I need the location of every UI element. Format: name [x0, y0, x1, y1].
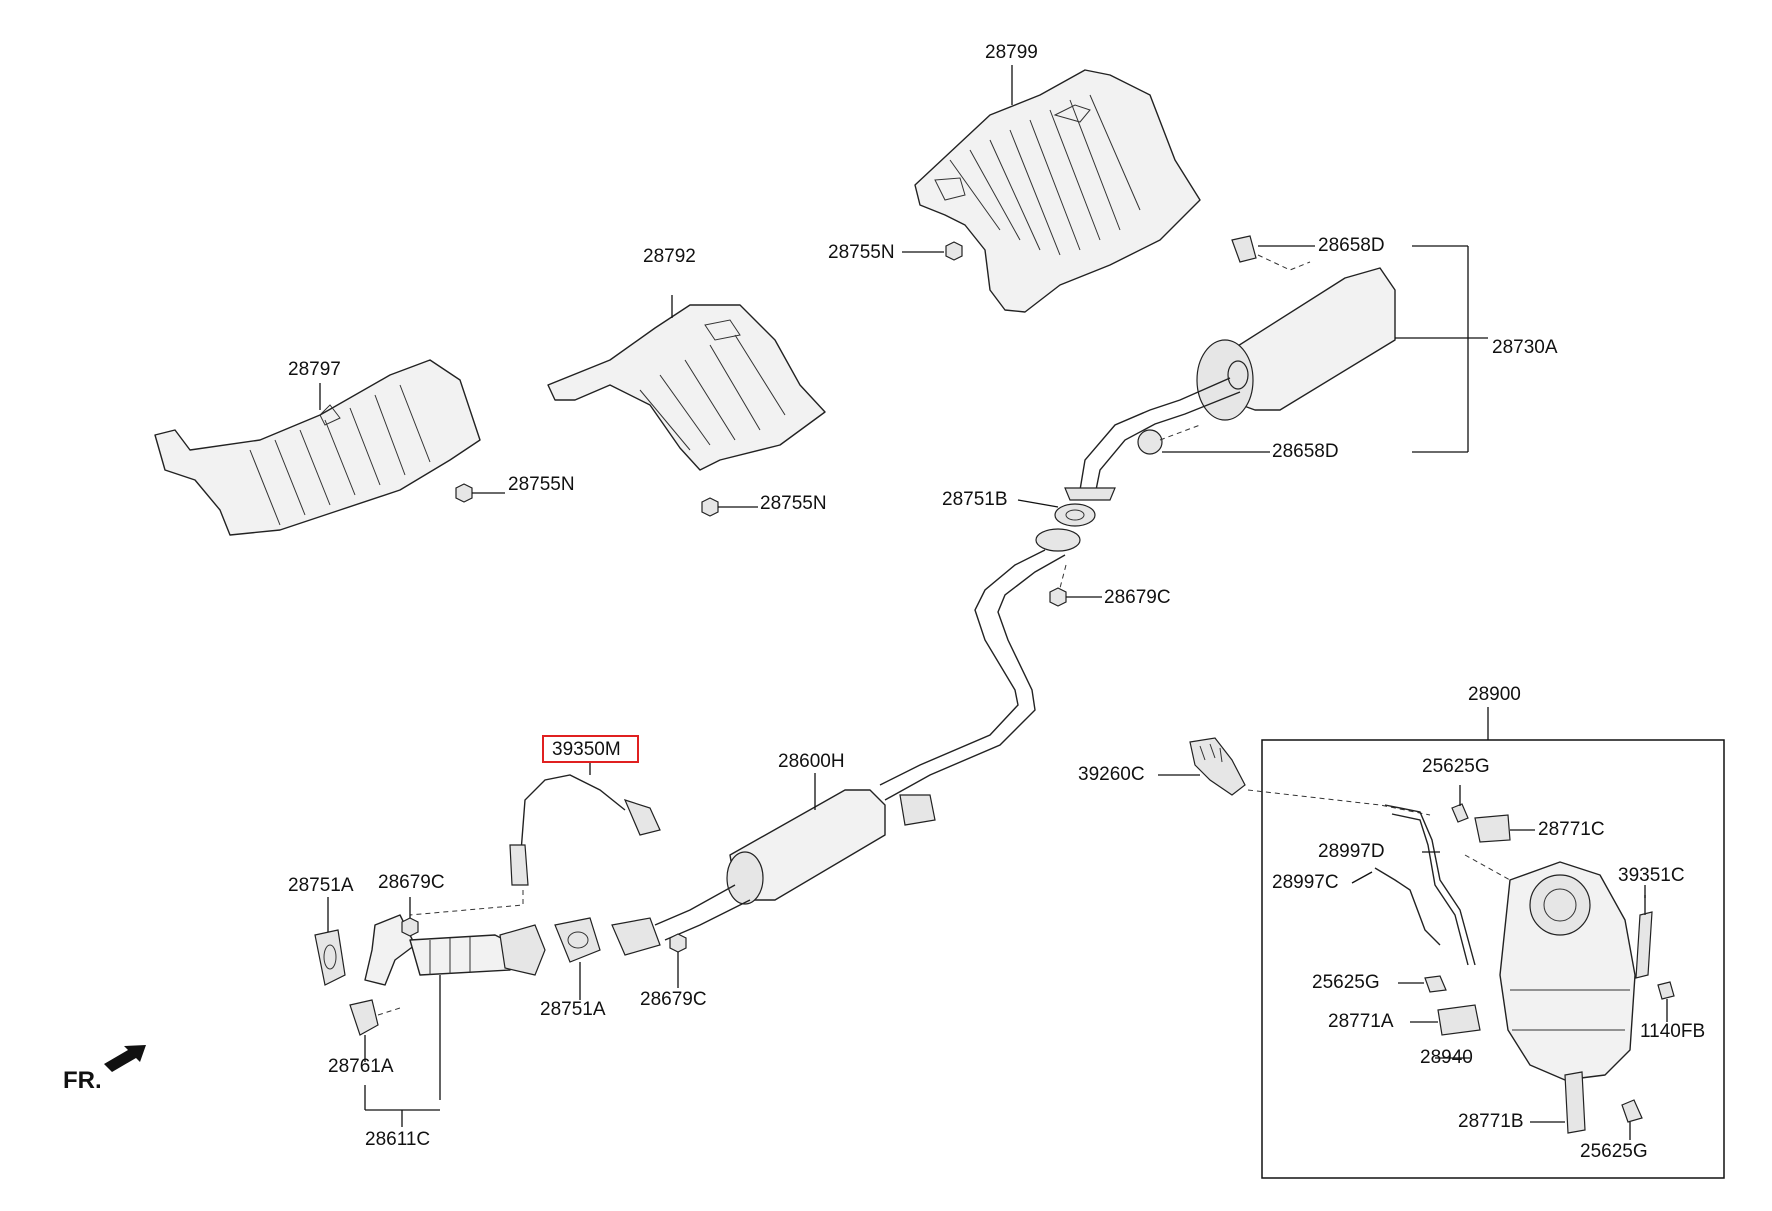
label-28679C-left[interactable]: 28679C	[378, 872, 445, 893]
label-25625G-bottom[interactable]: 25625G	[1580, 1141, 1648, 1162]
rear-muffler-28730A[interactable]	[1064, 267, 1396, 501]
label-28679C-upper[interactable]: 28679C	[1104, 587, 1171, 608]
label-28755N-top[interactable]: 28755N	[828, 242, 895, 263]
label-28797[interactable]: 28797	[288, 359, 341, 380]
label-25625G-top[interactable]: 25625G	[1422, 756, 1490, 777]
label-28997C[interactable]: 28997C	[1272, 872, 1339, 893]
label-28761A[interactable]: 28761A	[328, 1056, 394, 1077]
oxygen-sensor-39350M[interactable]	[409, 763, 661, 916]
label-28900[interactable]: 28900	[1468, 684, 1521, 705]
bracket-28771A[interactable]	[1410, 1004, 1481, 1036]
label-28679C-center[interactable]: 28679C	[640, 989, 707, 1010]
bolt-25625G-bottom[interactable]	[1621, 1099, 1643, 1140]
label-28658D-bottom[interactable]: 28658D	[1272, 441, 1339, 462]
nut-28755N-top[interactable]	[902, 241, 963, 261]
label-25625G-middle[interactable]: 25625G	[1312, 972, 1380, 993]
sensor-39351C[interactable]	[1635, 885, 1653, 979]
heat-shield-28797[interactable]	[154, 359, 481, 536]
label-39350M[interactable]: 39350M	[552, 739, 621, 760]
nut-28679C-center[interactable]	[669, 933, 687, 988]
hanger-28658D-bottom[interactable]	[1137, 424, 1201, 455]
nut-28755N-left[interactable]	[455, 483, 505, 503]
label-28997D[interactable]: 28997D	[1318, 841, 1385, 862]
center-pipe-28600H[interactable]	[611, 528, 1081, 956]
front-arrow-icon	[104, 1045, 146, 1072]
nut-28755N-center[interactable]	[701, 497, 758, 517]
label-28940[interactable]: 28940	[1420, 1047, 1473, 1068]
bracket-39260C[interactable]	[1158, 737, 1431, 816]
label-28771A[interactable]: 28771A	[1328, 1011, 1394, 1032]
label-28600H[interactable]: 28600H	[778, 751, 845, 772]
label-28658D-top[interactable]: 28658D	[1318, 235, 1385, 256]
heat-shield-28799[interactable]	[914, 65, 1201, 313]
muffler-bracket-leaders	[1162, 245, 1488, 453]
hanger-28658D-top[interactable]	[1231, 235, 1311, 271]
label-28799[interactable]: 28799	[985, 42, 1038, 63]
label-39260C[interactable]: 39260C	[1078, 764, 1145, 785]
label-28771C[interactable]: 28771C	[1538, 819, 1605, 840]
bracket-28771B[interactable]	[1530, 1071, 1586, 1134]
label-28751B[interactable]: 28751B	[942, 489, 1008, 510]
gasket-28751B[interactable]	[1017, 499, 1096, 527]
nut-28679C-upper[interactable]	[1049, 564, 1102, 607]
heat-shield-28792[interactable]	[547, 295, 826, 471]
bracket-28771C[interactable]	[1474, 814, 1535, 843]
label-39351C[interactable]: 39351C	[1618, 865, 1685, 886]
hanger-28761A[interactable]	[349, 999, 401, 1062]
label-28755N-center[interactable]: 28755N	[760, 493, 827, 514]
label-28611C[interactable]: 28611C	[365, 1129, 431, 1150]
bolt-1140FB[interactable]	[1657, 981, 1675, 1022]
bolt-25625G-middle[interactable]	[1398, 975, 1447, 993]
label-28751A-left[interactable]: 28751A	[288, 875, 354, 896]
tube-28997C[interactable]	[1351, 867, 1441, 946]
highlight-box-39350M	[542, 735, 639, 763]
catalytic-converter-assembly-28900[interactable]	[1261, 707, 1725, 1179]
label-1140FB[interactable]: 1140FB	[1640, 1021, 1706, 1042]
label-28755N-left[interactable]: 28755N	[508, 474, 575, 495]
tube-28997D[interactable]	[1384, 804, 1476, 966]
gasket-28751A-center[interactable]	[554, 917, 601, 1000]
bolt-25625G-top[interactable]	[1451, 785, 1469, 823]
label-28771B[interactable]: 28771B	[1458, 1111, 1524, 1132]
catalytic-converter-28940[interactable]	[1435, 854, 1636, 1081]
label-28730A[interactable]: 28730A	[1492, 337, 1558, 358]
nut-28679C-left[interactable]	[401, 897, 419, 937]
front-pipe-bracket	[364, 1085, 440, 1127]
label-28792[interactable]: 28792	[643, 246, 696, 267]
direction-label: FR.	[63, 1067, 102, 1094]
gasket-28751A-left[interactable]	[314, 897, 346, 986]
label-28751A-center[interactable]: 28751A	[540, 999, 606, 1020]
